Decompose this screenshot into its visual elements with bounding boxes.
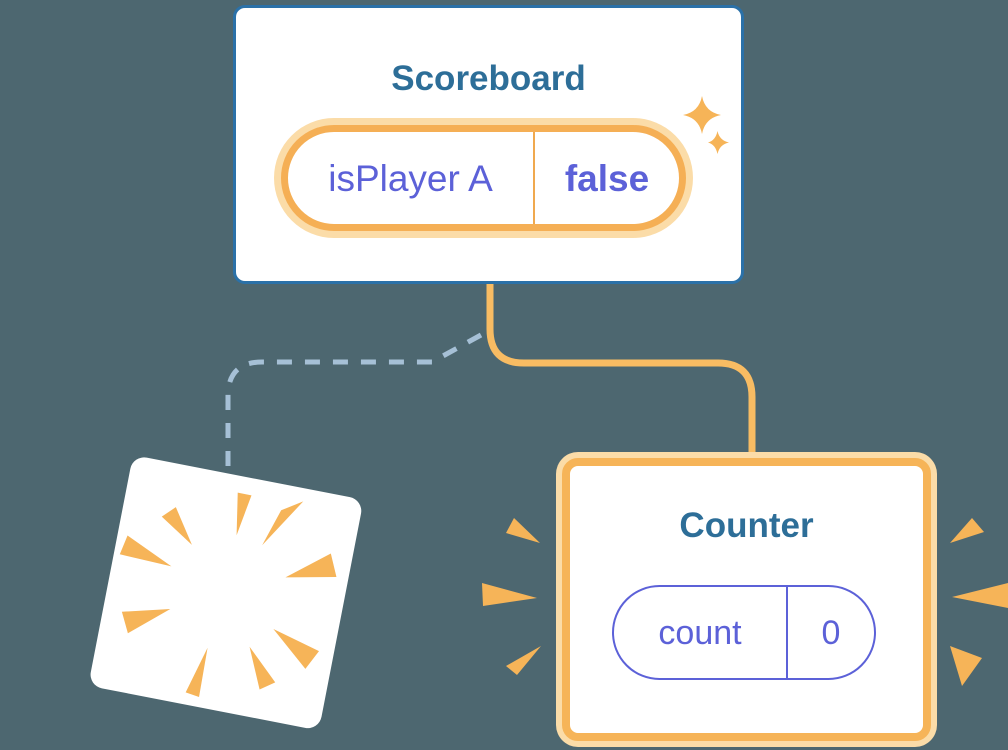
counter-title: Counter — [679, 506, 814, 545]
pill-divider — [786, 587, 788, 678]
connector-scoreboard-to-counter — [486, 276, 756, 465]
scoreboard-title: Scoreboard — [391, 59, 586, 98]
scoreboard-state-value: false — [564, 157, 650, 199]
counter-state-pill: count 0 — [612, 585, 876, 680]
counter-component-card: Counter count 0 — [562, 458, 931, 741]
connector-scoreboard-to-destroyed-dashed — [225, 332, 483, 470]
scoreboard-component-card: Scoreboard isPlayer A false — [233, 5, 744, 284]
poof-burst-icon — [119, 492, 337, 698]
emphasis-rays-right-icon — [950, 518, 1008, 686]
scoreboard-state-pill: isPlayer A false — [281, 125, 686, 231]
destroyed-component-card — [88, 455, 364, 731]
emphasis-rays-left-icon — [482, 518, 541, 675]
pill-divider — [533, 132, 535, 224]
scoreboard-state-label: isPlayer A — [328, 157, 493, 199]
counter-state-label: count — [658, 613, 742, 652]
counter-state-value: 0 — [821, 613, 841, 652]
